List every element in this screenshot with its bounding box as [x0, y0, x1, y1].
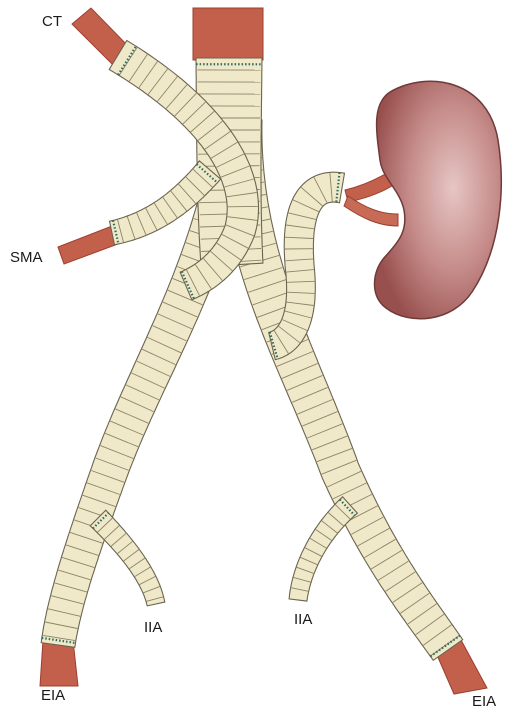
right-iia-graft-body: [289, 497, 357, 601]
right-iia-graft: [289, 497, 357, 601]
eia-left-label: EIA: [41, 688, 65, 703]
superior-mesenteric-artery-stump: [58, 226, 118, 264]
iia-right-label: IIA: [294, 612, 312, 627]
sma-label: SMA: [10, 250, 43, 265]
renal-vein: [344, 196, 398, 226]
kidney-body: [375, 81, 502, 318]
kidney: [344, 81, 501, 318]
iia-left-label: IIA: [144, 620, 162, 635]
eia-right-label: EIA: [472, 694, 496, 709]
left-iia-graft: [90, 510, 165, 606]
ct-label: CT: [42, 14, 62, 29]
aorta-stump: [193, 8, 263, 60]
